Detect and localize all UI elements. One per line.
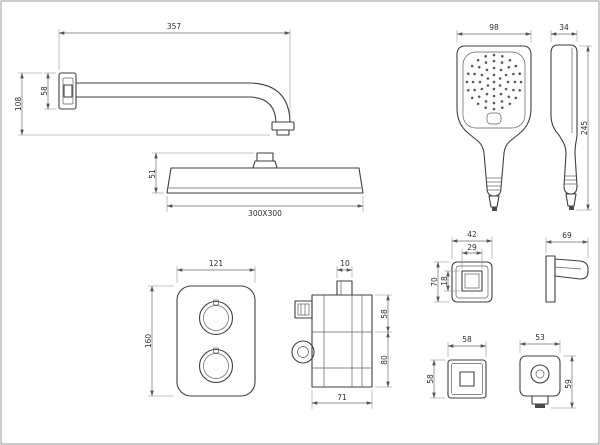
shower-arm-view: 357 58 108 [14,22,295,136]
dim-valve-width: 71 [337,393,347,402]
mode-button [486,112,502,125]
hand-shower-front-view: 98 [456,23,532,211]
dim-hand-shower-height: 245 [580,121,589,136]
mixer-knob-top [198,300,234,336]
dim-holder-inner-height: 18 [440,276,449,286]
holder-hook [554,258,589,280]
mixer-plate [176,285,256,397]
dim-hand-shower-width: 98 [489,23,499,32]
dim-mixer-height: 160 [144,334,153,349]
arm-wall-flange [58,72,77,110]
dim-valve-lower: 80 [380,355,389,365]
dim-arm-flange: 58 [40,86,49,96]
outlet-square-view: 58 58 [426,335,487,399]
dim-valve-stub: 10 [340,259,350,268]
outlet-square-plate [447,359,487,399]
shower-head-side-view: 51 300X300 [148,152,364,218]
head-plate [166,167,364,194]
valve-inlet [294,300,313,319]
spray-face [462,51,526,129]
outlet-elbow-port [530,364,550,384]
dim-head-height: 51 [148,169,157,179]
holder-side-view: 69 [545,231,589,303]
valve-top-stub [336,280,353,296]
dim-head-plate-size: 300X300 [248,209,282,218]
holder-front-view: 42 29 70 18 [430,230,493,303]
dim-holder-inner-width: 29 [467,243,477,252]
outlet-elbow-plate [519,355,561,397]
mixer-side-view: 10 58 80 71 [291,259,392,409]
valve-boss [291,340,315,364]
dim-mixer-width: 121 [209,259,224,268]
dim-arm-height: 108 [14,97,23,112]
dim-outlet-square-height: 58 [426,374,435,384]
dim-outlet-square-width: 58 [462,335,472,344]
arm-elbow [249,82,291,123]
arm-outlet-fitting [271,121,295,131]
dim-holder-depth: 69 [562,231,572,240]
outlet-elbow-view: 53 59 [519,333,576,409]
dim-hand-shower-depth: 34 [559,23,569,32]
dim-holder-width: 42 [467,230,477,239]
outlet-square-port [459,371,475,387]
holder-socket [461,270,483,292]
hand-shower-side-view: 34 245 [550,23,592,211]
head-connector [256,152,274,162]
spray-nozzles [465,53,523,111]
mixer-knob-bottom [198,348,234,384]
dim-holder-height: 70 [430,277,439,287]
dim-outlet-elbow-height: 59 [564,379,573,389]
holder-plate [451,261,493,303]
holder-wall-plate [545,255,556,303]
dim-arm-length: 357 [167,22,182,31]
dim-outlet-elbow-width: 53 [535,333,545,342]
handle-inlet [488,195,500,208]
hand-shower-side-profile [550,44,578,195]
mixer-front-view: 121 160 [144,259,256,397]
dim-valve-upper: 58 [380,309,389,319]
valve-body [311,294,373,388]
